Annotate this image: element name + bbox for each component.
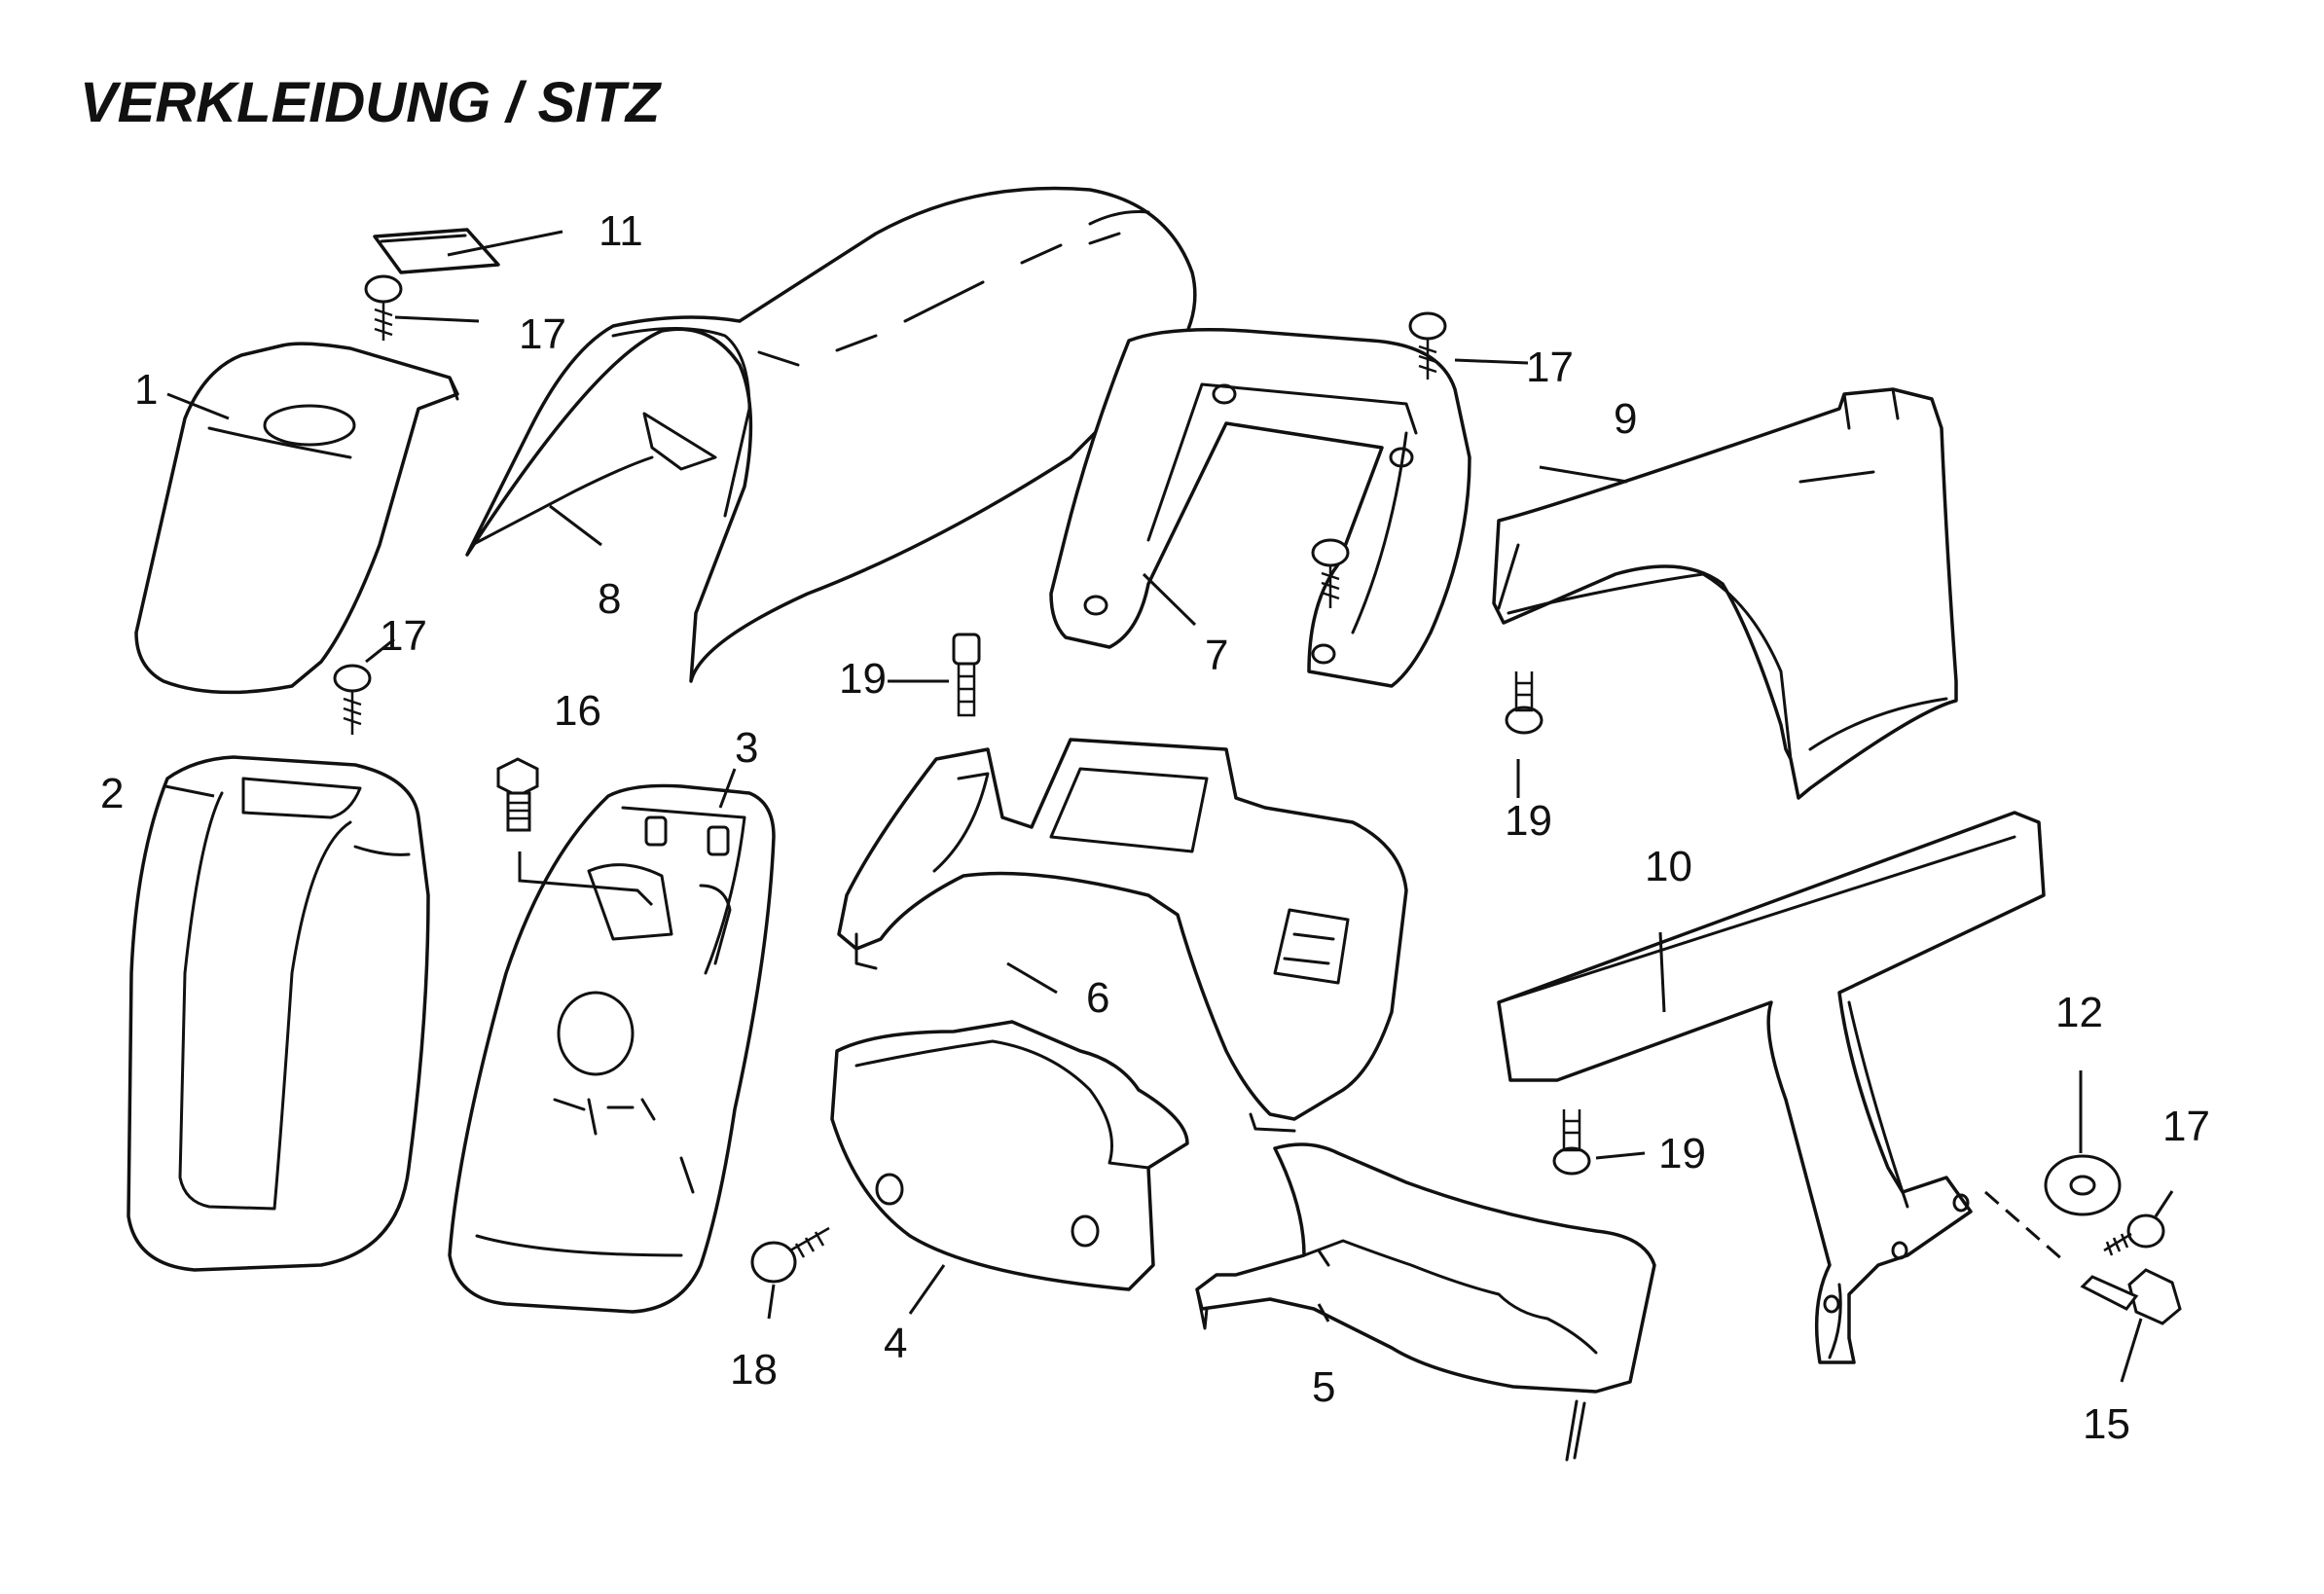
part-19-bolt-c [1552, 1109, 1591, 1176]
label-3: 3 [735, 724, 758, 772]
label-19a: 19 [839, 655, 887, 703]
label-18: 18 [730, 1346, 778, 1394]
part-17-screw-c [1408, 311, 1447, 380]
part-18-bolt [750, 1226, 830, 1284]
label-17a: 17 [519, 310, 566, 358]
label-5: 5 [1312, 1363, 1335, 1411]
label-10: 10 [1645, 843, 1692, 890]
label-1: 1 [134, 366, 158, 414]
part-11-sticker [373, 228, 500, 274]
part-7-rear-carrier [1049, 328, 1471, 688]
part-2-rear-fender-shell [127, 755, 430, 1272]
part-1-rear-fender-top [134, 342, 459, 695]
label-4: 4 [884, 1320, 907, 1367]
label-11: 11 [599, 207, 643, 255]
part-17-screw-e [1311, 538, 1350, 608]
part-15-bolt [1984, 1190, 2182, 1325]
part-4-front-fender [830, 1020, 1189, 1291]
part-9-side-panel [1492, 387, 1958, 800]
part-19-bolt-a [952, 633, 981, 717]
label-2: 2 [100, 770, 124, 817]
leader-lines [164, 230, 2174, 1383]
part-3-rear-inner-fender [448, 783, 776, 1314]
page-title: VERKLEIDUNG / SITZ [80, 71, 663, 134]
part-17-screw-a [364, 274, 403, 341]
part-10-side-panel [1497, 811, 2046, 1364]
label-6: 6 [1086, 974, 1109, 1022]
label-9: 9 [1614, 395, 1637, 443]
label-17d: 17 [2162, 1103, 2210, 1150]
label-17b: 17 [380, 612, 427, 660]
label-15: 15 [2083, 1400, 2130, 1448]
label-19b: 19 [1505, 797, 1552, 845]
part-labels: 11 17 1 17 8 16 3 2 7 17 9 19 19 10 6 12… [100, 207, 2210, 1448]
label-12: 12 [2055, 989, 2103, 1036]
part-17-screw-b [333, 664, 372, 735]
label-8: 8 [598, 575, 621, 623]
label-7: 7 [1205, 632, 1228, 679]
part-12-washer [2044, 1154, 2122, 1216]
part-17-screw-d [2103, 1214, 2165, 1256]
part-19-bolt-b [1505, 671, 1543, 735]
part-8-seat [465, 186, 1197, 683]
label-19c: 19 [1658, 1130, 1706, 1177]
part-5-lower-guard [1195, 1142, 1656, 1462]
part-6-front-cover [837, 738, 1408, 1133]
label-17c: 17 [1526, 344, 1574, 391]
label-16: 16 [554, 687, 601, 735]
part-16-bolt [496, 757, 654, 907]
